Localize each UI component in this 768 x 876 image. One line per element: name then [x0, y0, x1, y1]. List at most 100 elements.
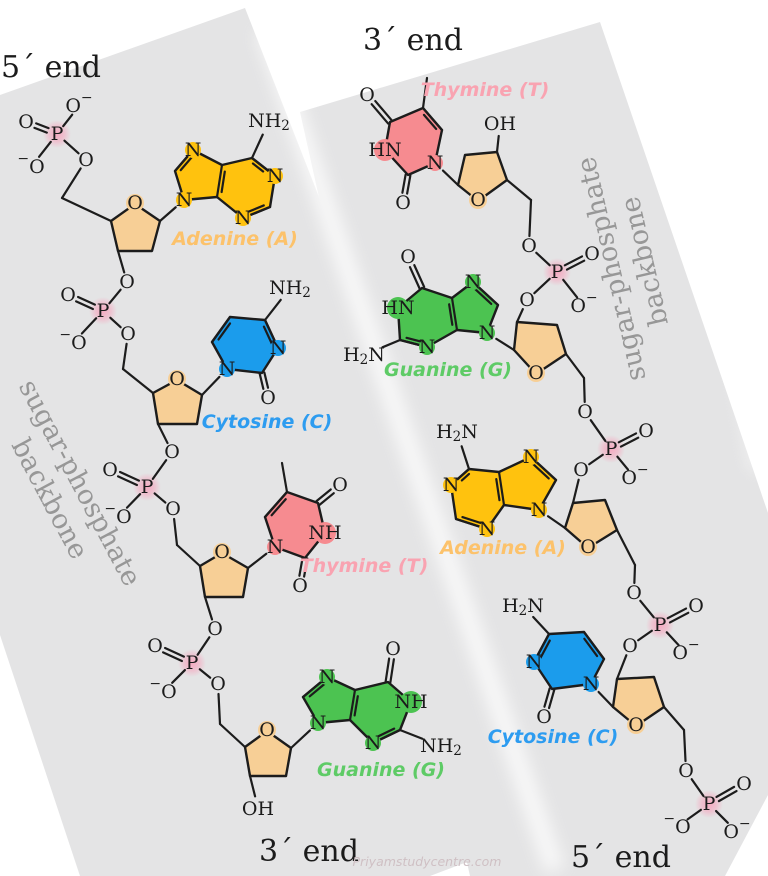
atom-halo — [579, 538, 597, 556]
atom-label: N — [583, 673, 600, 695]
bond — [163, 646, 186, 658]
bond — [308, 682, 327, 698]
atom-label: O− — [723, 816, 750, 843]
atom-halo — [400, 691, 422, 713]
bond — [690, 778, 705, 797]
atom-label: O — [688, 595, 704, 617]
atom-halo — [523, 449, 539, 465]
backbone-band-right — [300, 22, 768, 876]
bond — [662, 705, 686, 732]
bond — [616, 455, 630, 471]
atom-label: O — [395, 192, 411, 214]
bond — [589, 419, 607, 442]
bond — [682, 728, 687, 763]
bond — [62, 113, 74, 128]
atom-label: N — [479, 322, 496, 344]
bond — [263, 298, 282, 322]
atom-label: O — [622, 635, 638, 657]
bond — [474, 288, 493, 306]
bond — [565, 259, 586, 271]
bond — [686, 808, 702, 821]
atom-label: O — [119, 271, 135, 293]
atom-label: O — [260, 387, 276, 409]
atom-halo — [627, 716, 645, 734]
atom-halo — [479, 325, 495, 341]
bond — [196, 636, 211, 656]
bond — [398, 728, 424, 740]
bond — [528, 198, 533, 238]
atom-halo — [427, 155, 443, 171]
atom-label: −O — [59, 327, 86, 354]
bond — [217, 692, 222, 726]
end-label-bottom-right: 5´ end — [571, 840, 671, 875]
atom-halo — [267, 168, 283, 184]
bond — [450, 296, 459, 332]
bond — [547, 688, 556, 710]
bond — [303, 557, 309, 578]
atom-label: N — [523, 446, 540, 468]
bond — [389, 658, 395, 684]
atom-label: O — [628, 714, 644, 736]
atom-label: N — [419, 336, 436, 358]
bond — [617, 432, 638, 444]
bond — [270, 498, 287, 517]
bond — [248, 774, 257, 798]
phosphorus-label: P — [51, 123, 64, 145]
bond — [116, 249, 126, 274]
bond — [171, 668, 187, 684]
sugar-ring — [151, 378, 204, 426]
atom-label: O− — [621, 462, 648, 489]
label-guanine-right: Guanine (G) — [384, 359, 512, 381]
label-thymine-right: Thymine (T) — [421, 79, 550, 101]
atom-label: O — [470, 189, 486, 211]
phosphorus-label: P — [97, 300, 110, 322]
bond — [153, 492, 167, 504]
sugar-ring — [456, 150, 509, 203]
bond — [495, 337, 516, 352]
bond — [582, 630, 606, 661]
bond — [121, 342, 128, 371]
bond — [198, 668, 212, 679]
atom-label: O — [332, 474, 348, 496]
bond — [250, 133, 264, 160]
bond — [408, 266, 421, 291]
bond — [80, 317, 98, 335]
atom-label: O− — [570, 290, 597, 317]
atom-label: H2N — [343, 344, 385, 368]
atom-label: O — [528, 362, 544, 384]
sugar-ring — [243, 729, 293, 778]
bond — [461, 515, 484, 525]
bond — [63, 139, 80, 155]
bond — [668, 611, 690, 624]
atom-label: N — [479, 518, 496, 540]
atom-label: O — [164, 441, 180, 463]
atom-label: NH — [308, 522, 341, 544]
label-cytosine-left: Cytosine (C) — [202, 411, 333, 433]
bond — [125, 493, 142, 509]
sugar-ring — [611, 675, 666, 728]
atom-label: O — [102, 459, 118, 481]
phosphorus-label: P — [551, 261, 564, 283]
atom-halo — [419, 339, 435, 355]
bond — [245, 204, 265, 214]
atom-label: N — [531, 499, 548, 521]
atom-label: O — [165, 498, 181, 520]
atom-label: O — [519, 289, 535, 311]
bond — [615, 654, 628, 681]
atom-label: O — [400, 246, 416, 268]
bond — [315, 488, 332, 503]
bond — [116, 475, 139, 487]
bond — [74, 300, 95, 311]
atom-label: O — [573, 459, 589, 481]
atom-label: O — [78, 149, 94, 171]
atom-label: N — [365, 732, 382, 754]
bond — [546, 515, 567, 530]
atom-label: N — [176, 189, 193, 211]
atom-label: O — [359, 84, 375, 106]
atom-label: O — [169, 368, 185, 390]
atom-label: O — [577, 401, 593, 423]
atom-label: O — [127, 192, 143, 214]
bond — [263, 371, 270, 389]
atom-halo — [583, 676, 599, 692]
